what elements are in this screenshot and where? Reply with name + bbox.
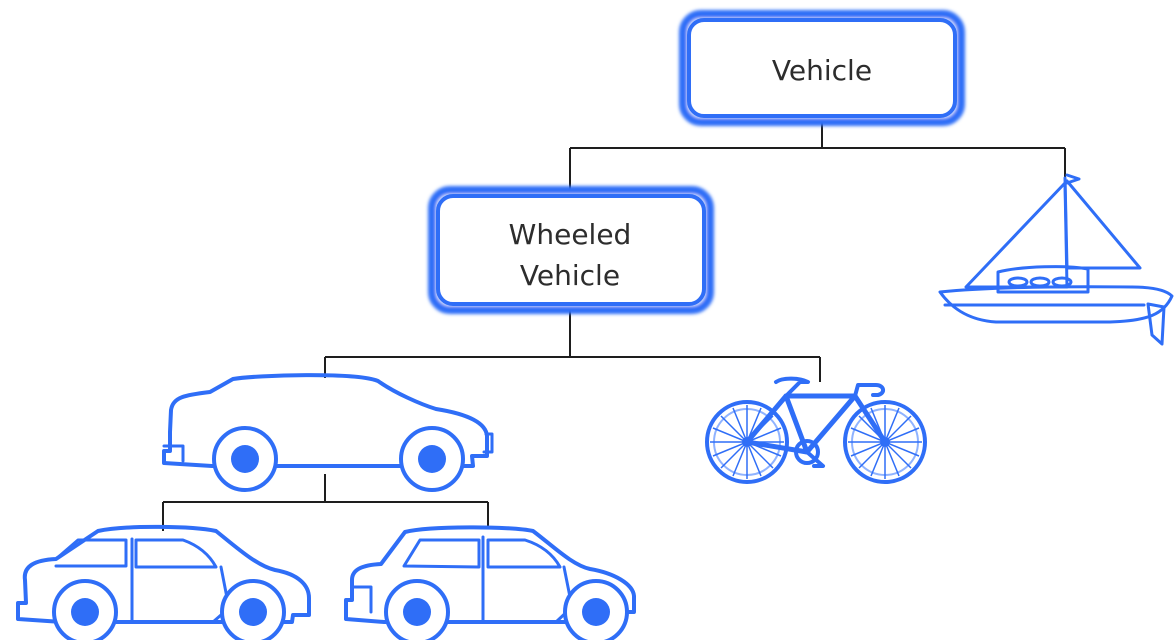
sedan-front-hub: [418, 445, 446, 473]
wheeled-vehicle-node-box: [436, 194, 706, 306]
four-door-body-outline: [344, 525, 636, 624]
boat-main-sail: [964, 181, 1069, 289]
bicycle-fork: [852, 393, 888, 445]
bicycle-pedal: [805, 450, 825, 468]
boat-porthole-2: [1029, 276, 1051, 288]
vehicle-node: Vehicle: [679, 10, 965, 126]
sedan-body-outline: [162, 373, 489, 468]
boat-jib-line: [1065, 179, 1142, 270]
bicycle-seat: [774, 376, 810, 398]
sedan-rear-bumper: [162, 444, 185, 463]
hatchback-front-hub: [239, 598, 267, 626]
vehicle-node-box: [687, 18, 957, 118]
boat-hull: [938, 285, 1174, 324]
sedan-rear-hub: [231, 445, 259, 473]
sedan-front-light: [482, 432, 494, 454]
four-door-rear-bumper: [350, 585, 373, 614]
hatchback-car-icon: [16, 524, 311, 640]
boat-flag: [1065, 173, 1081, 185]
sedan-car-icon: [162, 373, 494, 492]
vehicle-node-label: Vehicle: [772, 54, 872, 87]
boat-cabin: [996, 265, 1090, 294]
sailboat-icon: [938, 173, 1174, 346]
bicycle-handlebar: [853, 383, 885, 398]
bicycle-icon: [705, 376, 927, 484]
hatchback-front-window: [134, 538, 218, 569]
boat-porthole-1: [1007, 276, 1029, 288]
four-door-front-hub: [582, 598, 610, 626]
four-door-car-icon: [344, 525, 636, 640]
boat-porthole-3: [1051, 276, 1073, 288]
bicycle-rear-triangle: [744, 393, 810, 455]
bicycle-front-wheel: [843, 400, 927, 484]
wheeled-vehicle-node-label-line2: Vehicle: [520, 259, 620, 292]
bicycle-rear-wheel: [705, 400, 789, 484]
four-door-rear-window: [402, 538, 481, 569]
wheeled-vehicle-node: Wheeled Vehicle: [428, 186, 714, 314]
hatchback-rear-hub: [71, 598, 99, 626]
bicycle-chainring: [794, 439, 820, 465]
hatchback-body-outline: [16, 524, 311, 624]
wheeled-vehicle-node-label-line1: Wheeled: [509, 218, 632, 251]
hatchback-rear-window: [54, 538, 128, 568]
four-door-front-window: [486, 538, 562, 569]
four-door-rear-hub: [403, 598, 431, 626]
boat-rudder: [1146, 302, 1166, 346]
tree-connectors: [162, 122, 1066, 531]
